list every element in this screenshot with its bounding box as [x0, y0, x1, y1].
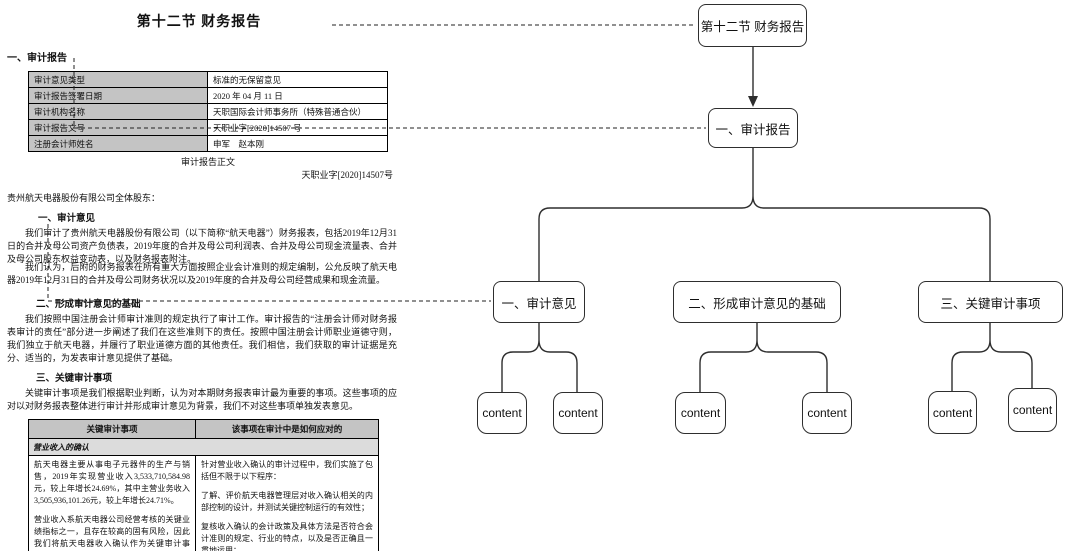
table-row: 审计意见类型 标准的无保留意见: [28, 71, 388, 88]
flowchart-node-content-2[interactable]: content: [553, 392, 603, 434]
paragraph: 复核收入确认的会计政策及具体方法是否符合会计准则的规定、行业的特点，以及是否正确…: [201, 522, 373, 551]
flowchart-node-content-1[interactable]: content: [477, 392, 527, 434]
table-row: 审计报告签署日期 2020 年 04 月 11 日: [28, 87, 388, 104]
paragraph: 了解、评价航天电器管理层对收入确认相关的内部控制的设计，并测试关键控制运行的有效…: [201, 491, 373, 512]
info-label-cell: 审计报告文号: [28, 119, 208, 136]
doc-number: 天职业字[2020]14507号: [301, 170, 394, 180]
doc-heading-audit-opinion: 一、审计意见: [38, 214, 96, 224]
kam-header-response: 该事项在审计中是如何应对的: [195, 419, 379, 439]
doc-heading-key-audit-matters: 三、关键审计事项: [36, 374, 113, 384]
kam-response-cell: 针对营业收入确认的审计过程中，我们实施了包括但不限于以下程序： 了解、评价航天电…: [195, 455, 379, 551]
brace-section1: [501, 323, 578, 392]
paragraph: 航天电器主要从事电子元器件的生产与销售，2019年实现营业收入3,533,710…: [34, 460, 190, 505]
flowchart-node-content-4[interactable]: content: [802, 392, 852, 434]
doc-title: 第十二节 财务报告: [136, 15, 262, 30]
paragraph: 我们按照中国注册会计师审计准则的规定执行了审计工作。审计报告的“注册会计师对财务…: [7, 314, 397, 363]
info-label-cell: 注册会计师姓名: [28, 135, 208, 152]
doc-heading-audit-report: 一、审计报告: [7, 53, 67, 64]
info-value-cell: 标准的无保留意见: [207, 71, 388, 88]
flowchart-node-content-3[interactable]: content: [675, 392, 726, 434]
brace-level1: [538, 148, 991, 281]
paragraph: 我们认为，后附的财务报表在所有重大方面按照企业会计准则的规定编制，公允反映了航天…: [7, 262, 397, 285]
info-value-cell: 申军 赵本刚: [207, 135, 388, 152]
audit-info-table: 审计意见类型 标准的无保留意见 审计报告签署日期 2020 年 04 月 11 …: [28, 71, 388, 152]
info-value-cell: 天职国际会计师事务所（特殊普通合伙）: [207, 103, 388, 120]
table-row: 审计报告文号 天职业字[2020]14507 号: [28, 119, 388, 136]
arrowhead-icon: [748, 96, 758, 107]
kam-header-matter: 关键审计事项: [28, 419, 196, 439]
flowchart-node-content-6[interactable]: content: [1008, 388, 1057, 432]
doc-heading-basis-for-opinion: 二、形成审计意见的基础: [36, 300, 141, 310]
paragraph: 关键审计事项是我们根据职业判断，认为对本期财务报表审计最为重要的事项。这些事项的…: [7, 388, 397, 411]
info-label-cell: 审计报告签署日期: [28, 87, 208, 104]
brace-section3: [951, 323, 1033, 391]
info-value-cell: 天职业字[2020]14507 号: [207, 119, 388, 136]
flowchart-node-basis-for-opinion[interactable]: 二、形成审计意见的基础: [673, 281, 841, 323]
flowchart-node-content-5[interactable]: content: [928, 391, 977, 434]
flowchart-node-key-audit-matters[interactable]: 三、关键审计事项: [918, 281, 1063, 323]
audit-body-caption: 审计报告正文: [180, 157, 235, 167]
info-value-cell: 2020 年 04 月 11 日: [207, 87, 388, 104]
paragraph: 针对营业收入确认的审计过程中，我们实施了包括但不限于以下程序：: [201, 460, 373, 481]
kam-subheader-row: 营业收入的确认: [28, 438, 379, 456]
table-row: 注册会计师姓名 申军 赵本刚: [28, 135, 388, 152]
paragraph: 营业收入系航天电器公司经营考核的关键业绩指标之一，且存在较高的固有风险，因此我们…: [34, 515, 190, 548]
kam-header-row: 关键审计事项 该事项在审计中是如何应对的: [28, 419, 379, 439]
brace-section2: [699, 323, 828, 392]
salutation: 贵州航天电器股份有限公司全体股东：: [7, 193, 161, 203]
info-label-cell: 审计机构名称: [28, 103, 208, 120]
flowchart-node-root[interactable]: 第十二节 财务报告: [698, 4, 807, 47]
kam-table: 关键审计事项 该事项在审计中是如何应对的 营业收入的确认 航天电器主要从事电子元…: [28, 419, 379, 551]
kam-matter-cell: 航天电器主要从事电子元器件的生产与销售，2019年实现营业收入3,533,710…: [28, 455, 196, 551]
table-row: 审计机构名称 天职国际会计师事务所（特殊普通合伙）: [28, 103, 388, 120]
kam-subheader: 营业收入的确认: [28, 438, 379, 456]
flowchart-node-audit-opinion[interactable]: 一、审计意见: [493, 281, 585, 323]
kam-body-row: 航天电器主要从事电子元器件的生产与销售，2019年实现营业收入3,533,710…: [28, 455, 379, 551]
info-label-cell: 审计意见类型: [28, 71, 208, 88]
flowchart-node-audit-report[interactable]: 一、审计报告: [708, 108, 798, 148]
